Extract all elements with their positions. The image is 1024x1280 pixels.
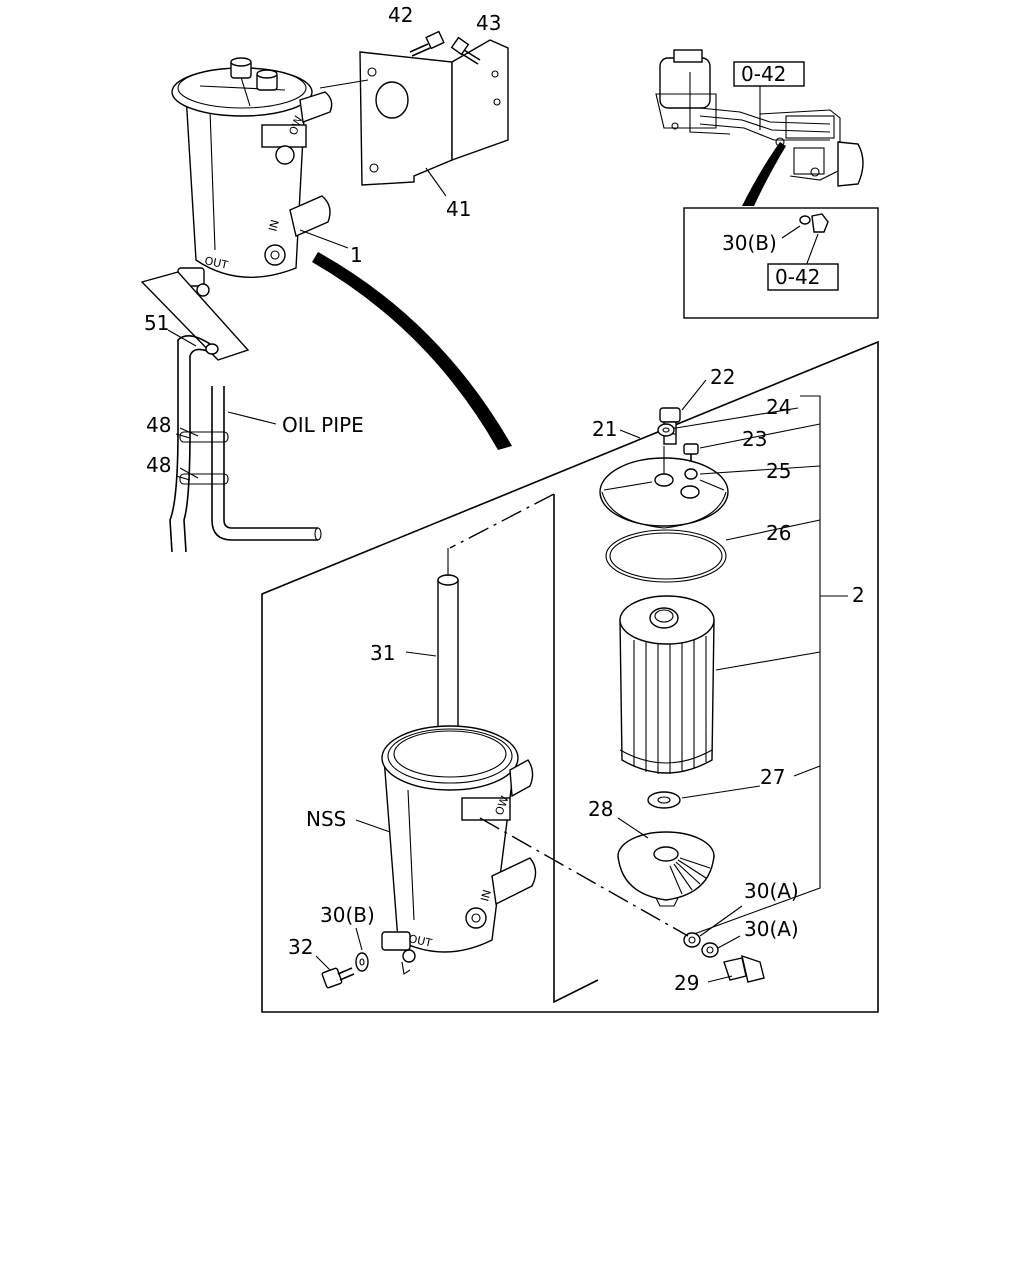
filter-housing-nss: OW IN OUT: [381, 725, 537, 975]
inset-arrow: [742, 142, 786, 206]
label-part-21: 21: [592, 417, 617, 441]
label-part-29: 29: [674, 971, 699, 995]
label-part-30b: 30(B): [320, 903, 375, 927]
drain-bolt-29: [723, 954, 765, 983]
stamp-ow-top: OW: [287, 114, 306, 137]
stamp-in-bottom: IN: [478, 888, 494, 902]
filter-bottom-28: [617, 831, 715, 907]
label-part-41: 41: [446, 197, 471, 221]
label-part-2: 2: [852, 583, 865, 607]
label-part-48-lower: 48: [146, 453, 171, 477]
label-part-28: 28: [588, 797, 613, 821]
stamp-out-top: OUT: [203, 254, 229, 272]
washer-30a-1: [683, 932, 701, 948]
washer-24: [657, 423, 675, 437]
stamp-out-bottom: OUT: [407, 932, 433, 950]
label-oil-pipe: OIL PIPE: [282, 413, 364, 437]
label-part-25: 25: [766, 459, 791, 483]
label-part-22: 22: [710, 365, 735, 389]
label-part-48-upper: 48: [146, 413, 171, 437]
label-part-1: 1: [350, 243, 363, 267]
label-part-30a-lower: 30(A): [744, 917, 799, 941]
washer-30b: [355, 952, 369, 972]
label-part-43: 43: [476, 11, 501, 35]
stamp-ow-bottom: OW: [493, 794, 512, 817]
label-part-31: 31: [370, 641, 395, 665]
stamp-in-top: IN: [266, 218, 282, 232]
filter-lid-21: [599, 446, 729, 529]
label-ref-top: 0-42: [741, 62, 786, 86]
filter-element: [619, 595, 715, 774]
label-nss: NSS: [306, 807, 346, 831]
inset-frame: [683, 207, 879, 319]
washer-30b-inset: [799, 215, 811, 225]
exploded-view-inner-frame: [553, 494, 599, 1004]
label-part-32: 32: [288, 935, 313, 959]
label-ref-inset: 0-42: [775, 265, 820, 289]
bolt-32: [321, 967, 355, 989]
hose-and-oil-pipe: [140, 271, 322, 553]
label-part-26: 26: [766, 521, 791, 545]
label-part-27: 27: [760, 765, 785, 789]
label-part-42: 42: [388, 3, 413, 27]
plug-inset: [811, 213, 829, 233]
bracket-part-2: [693, 395, 821, 935]
bolt-42: [409, 30, 445, 57]
washer-30a-2: [701, 942, 719, 958]
detail-arrow: [312, 252, 512, 450]
label-part-24: 24: [766, 395, 791, 419]
bolt-43: [450, 36, 481, 65]
label-part-51: 51: [144, 311, 169, 335]
label-part-30b-inset: 30(B): [722, 231, 777, 255]
filter-assembly-top: OW IN OUT: [171, 57, 333, 307]
engine-location-sketch: [655, 49, 864, 187]
reference-box-top: [733, 61, 805, 87]
o-ring-26: [605, 529, 727, 583]
label-part-30a-upper: 30(A): [744, 879, 799, 903]
reference-box-inset: [767, 263, 839, 291]
washer-27: [647, 791, 681, 809]
label-part-23: 23: [742, 427, 767, 451]
mounting-bracket: [319, 39, 509, 186]
